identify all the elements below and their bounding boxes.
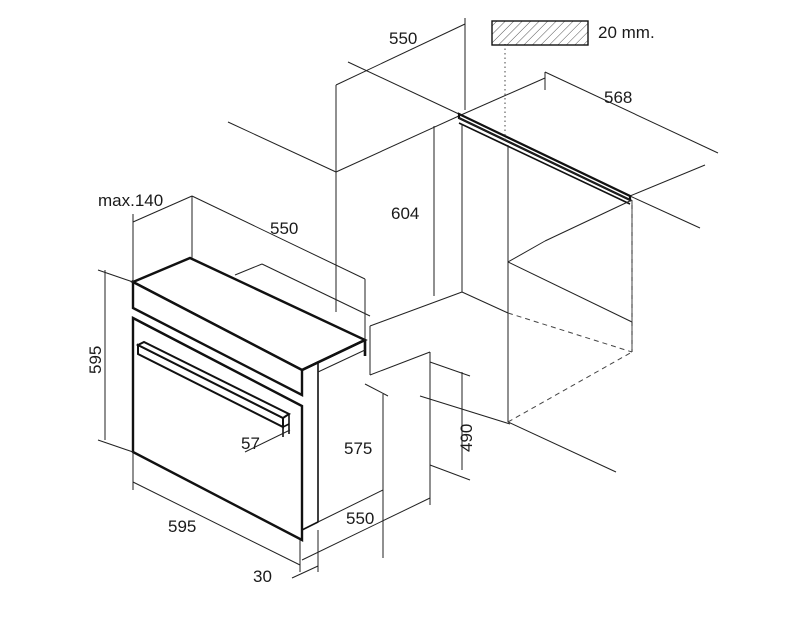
dim-oven-height: 595 <box>86 346 105 374</box>
dim-min-floor-height: 490 <box>457 424 476 452</box>
dimension-lines <box>97 18 719 579</box>
dim-front-panel-thickness: 30 <box>253 567 272 586</box>
dim-oven-width: 595 <box>168 517 196 536</box>
dim-oven-depth: 550 <box>270 219 298 238</box>
worktop-outline <box>227 61 706 229</box>
worktop-hatch-swatch <box>491 20 589 46</box>
dim-max-protrusion: max.140 <box>98 191 163 210</box>
dim-body-height: 575 <box>344 439 372 458</box>
cabinet-niche <box>234 124 633 473</box>
dim-niche-height: 604 <box>391 204 419 223</box>
dim-worktop-thickness: 20 mm. <box>598 23 655 42</box>
dim-body-depth: 550 <box>346 509 374 528</box>
dim-cabinet-width: 568 <box>604 88 632 107</box>
worktop-front-edge <box>457 112 632 205</box>
dim-cabinet-depth-top: 550 <box>389 29 417 48</box>
dim-handle-protrusion: 57 <box>241 434 260 453</box>
oven <box>130 256 384 542</box>
oven-handle <box>135 340 291 437</box>
